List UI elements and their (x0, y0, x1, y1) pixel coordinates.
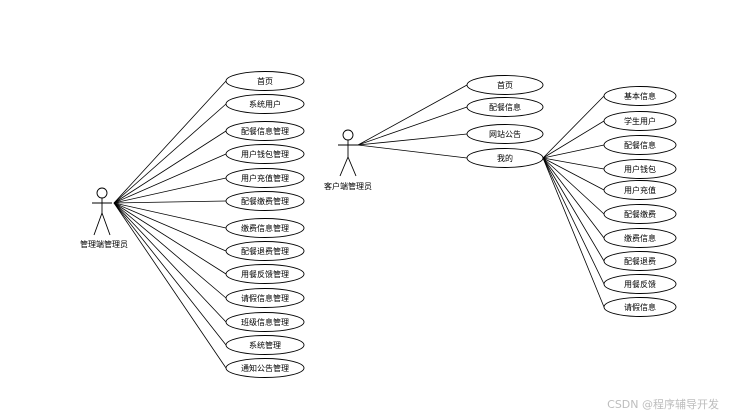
admin-actor (92, 187, 112, 236)
my-connector (542, 157, 605, 191)
client-connector (357, 133, 468, 146)
watermark: CSDN @程序辅导开发 (607, 398, 719, 411)
admin-usecase-label: 首页 (257, 76, 273, 86)
admin-usecase: 缴费信息管理 (225, 218, 305, 238)
my-usecase-label: 学生用户 (624, 116, 656, 126)
my-usecase: 用餐反馈 (603, 274, 677, 294)
my-connector (542, 157, 605, 239)
client-usecase: 配餐信息 (466, 97, 544, 117)
admin-connector (113, 153, 227, 204)
my-connector (542, 95, 605, 159)
admin-usecase-label: 缴费信息管理 (241, 223, 289, 233)
my-usecase: 请假信息 (603, 297, 677, 317)
admin-usecase-label: 配餐缴费管理 (241, 196, 289, 206)
client-usecase: 我的 (466, 148, 544, 168)
admin-usecase-label: 通知公告管理 (241, 363, 289, 373)
admin-usecase: 系统管理 (225, 335, 305, 355)
my-usecase: 配餐退费 (603, 251, 677, 271)
client-usecase: 网站公告 (466, 124, 544, 144)
client-usecase-label: 网站公告 (489, 129, 521, 139)
admin-usecase: 首页 (225, 71, 305, 91)
my-usecase-label: 用户充值 (624, 185, 656, 195)
admin-connector (113, 202, 227, 369)
client-connector (357, 144, 468, 159)
admin-usecase-label: 配餐退费管理 (241, 246, 289, 256)
admin-usecase: 配餐退费管理 (225, 241, 305, 261)
my-usecase: 用户充值 (603, 180, 677, 200)
admin-connector (113, 80, 227, 204)
client-usecase-label: 我的 (497, 153, 513, 163)
my-usecase-label: 用餐反馈 (624, 279, 656, 289)
my-usecase-label: 配餐信息 (624, 140, 656, 150)
admin-usecase-label: 用餐反馈管理 (241, 269, 289, 279)
admin-usecase-label: 系统管理 (249, 340, 281, 350)
admin-connector (113, 202, 227, 299)
admin-usecase: 配餐缴费管理 (225, 191, 305, 211)
admin-usecase-label: 用户充值管理 (241, 173, 289, 183)
my-usecase: 学生用户 (603, 111, 677, 131)
my-connector (542, 157, 605, 285)
my-connector (542, 157, 605, 215)
my-usecase: 缴费信息 (603, 228, 677, 248)
my-usecase: 基本信息 (603, 86, 677, 106)
admin-actor-label: 管理端管理员 (80, 239, 128, 249)
admin-usecase: 配餐信息管理 (225, 121, 305, 141)
admin-connector (113, 130, 227, 204)
client-actor-label: 客户端管理员 (324, 181, 372, 191)
admin-usecase: 用户充值管理 (225, 168, 305, 188)
admin-connector (113, 202, 227, 323)
client-actor (338, 129, 358, 177)
my-connector (542, 144, 605, 159)
my-usecase-label: 请假信息 (624, 302, 656, 312)
my-connector (542, 157, 605, 170)
client-connector (357, 84, 468, 146)
my-usecase: 用户钱包 (603, 159, 677, 179)
my-connector (542, 157, 605, 262)
my-usecase: 配餐信息 (603, 135, 677, 155)
admin-usecase-label: 用户钱包管理 (241, 149, 289, 159)
my-usecase: 配餐缴费 (603, 204, 677, 224)
my-usecase-label: 基本信息 (624, 91, 656, 101)
admin-usecase: 请假信息管理 (225, 288, 305, 308)
admin-usecase-label: 配餐信息管理 (241, 126, 289, 136)
client-usecase-label: 首页 (497, 80, 513, 90)
admin-usecase: 通知公告管理 (225, 358, 305, 378)
client-connector (357, 106, 468, 146)
admin-connector (113, 202, 227, 275)
admin-usecase-label: 系统用户 (249, 99, 281, 109)
client-usecase: 首页 (466, 75, 544, 95)
admin-connector (113, 202, 227, 252)
admin-usecase: 用户钱包管理 (225, 144, 305, 164)
my-connector (542, 120, 605, 159)
admin-usecase: 系统用户 (225, 94, 305, 114)
admin-usecase: 用餐反馈管理 (225, 264, 305, 284)
my-connector (542, 157, 605, 308)
my-usecase-label: 缴费信息 (624, 233, 656, 243)
my-usecase-label: 用户钱包 (624, 164, 656, 174)
client-usecase-label: 配餐信息 (489, 102, 521, 112)
admin-usecase: 班级信息管理 (225, 312, 305, 332)
my-usecase-label: 配餐退费 (624, 256, 656, 266)
admin-usecase-label: 班级信息管理 (241, 317, 289, 327)
my-usecase-label: 配餐缴费 (624, 209, 656, 219)
admin-connector (113, 200, 227, 204)
admin-connector (113, 177, 227, 204)
admin-connector (113, 202, 227, 229)
admin-connector (113, 103, 227, 204)
admin-usecase-label: 请假信息管理 (241, 293, 289, 303)
admin-connector (113, 202, 227, 346)
